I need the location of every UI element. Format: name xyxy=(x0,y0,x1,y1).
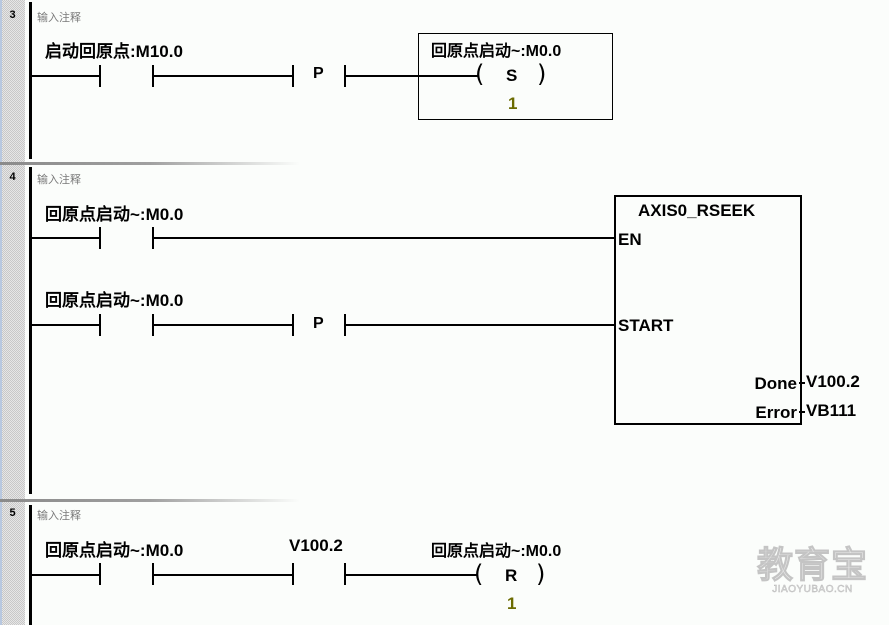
edge-label: P xyxy=(313,65,324,82)
wire xyxy=(31,574,101,576)
coil-paren-left: ( xyxy=(475,60,485,88)
power-rail xyxy=(29,2,32,159)
contact-label: 回原点启动~:M0.0 xyxy=(45,205,184,224)
edge-bar-left xyxy=(292,314,294,336)
block-title: AXIS0_RSEEK xyxy=(638,201,756,220)
network-number: 5 xyxy=(9,507,16,519)
watermark-url: JIAOYUBAO.CN xyxy=(772,584,853,596)
set-coil[interactable]: 回原点启动~:M0.0 ( S ) 1 xyxy=(418,33,613,120)
pin-start: START xyxy=(618,316,674,335)
watermark-logo-text: 教育宝 xyxy=(756,545,869,586)
contact-label: 回原点启动~:M0.0 xyxy=(45,291,184,310)
network-comment[interactable]: 输入注释 xyxy=(37,509,81,522)
coil-label: 回原点启动~:M0.0 xyxy=(431,543,562,560)
network-comment[interactable]: 输入注释 xyxy=(37,173,81,186)
coil-operation: S xyxy=(506,66,518,85)
edge-label: P xyxy=(313,315,324,332)
wire xyxy=(345,324,616,326)
coil-count: 1 xyxy=(508,94,518,113)
coil-paren-right: ) xyxy=(536,560,546,588)
output-wire xyxy=(799,382,805,384)
contact-label: 启动回原点:M10.0 xyxy=(45,42,183,61)
wire xyxy=(31,75,101,77)
output-wire xyxy=(799,411,805,413)
wire xyxy=(153,237,616,239)
wire xyxy=(31,237,101,239)
pin-done: Done xyxy=(754,374,798,393)
function-block-axis0-rseek[interactable]: AXIS0_RSEEK EN START Done Error xyxy=(614,195,802,425)
contact-bar-left xyxy=(99,314,101,336)
power-rail xyxy=(29,167,32,494)
network-separator xyxy=(0,499,300,502)
output-error-operand[interactable]: VB111 xyxy=(806,401,857,420)
edge-bar-left xyxy=(292,65,294,87)
contact-label: V100.2 xyxy=(289,536,343,555)
coil-count: 1 xyxy=(507,594,517,613)
network-comment[interactable]: 输入注释 xyxy=(37,11,81,24)
wire xyxy=(31,324,101,326)
wire xyxy=(345,574,478,576)
wire xyxy=(153,574,293,576)
contact-bar-left xyxy=(99,563,101,585)
pin-en: EN xyxy=(618,230,642,249)
watermark: 教育宝 JIAOYUBAO.CN xyxy=(756,545,869,596)
contact-bar-left xyxy=(99,65,101,87)
network-separator xyxy=(0,162,300,165)
network-number: 3 xyxy=(9,9,16,21)
power-rail xyxy=(29,505,32,625)
network-number: 4 xyxy=(9,171,16,183)
network-gutter xyxy=(0,0,25,625)
coil-operation: R xyxy=(505,566,518,585)
coil-paren-left: ( xyxy=(474,560,484,588)
contact-bar-left xyxy=(292,563,294,585)
wire xyxy=(345,75,478,77)
pin-error: Error xyxy=(755,403,797,422)
contact-label: 回原点启动~:M0.0 xyxy=(45,541,184,560)
coil-paren-right: ) xyxy=(537,60,547,88)
output-done-operand[interactable]: V100.2 xyxy=(806,372,860,391)
wire xyxy=(153,75,293,77)
wire xyxy=(153,324,293,326)
coil-label: 回原点启动~:M0.0 xyxy=(431,43,562,60)
contact-bar-left xyxy=(99,227,101,249)
